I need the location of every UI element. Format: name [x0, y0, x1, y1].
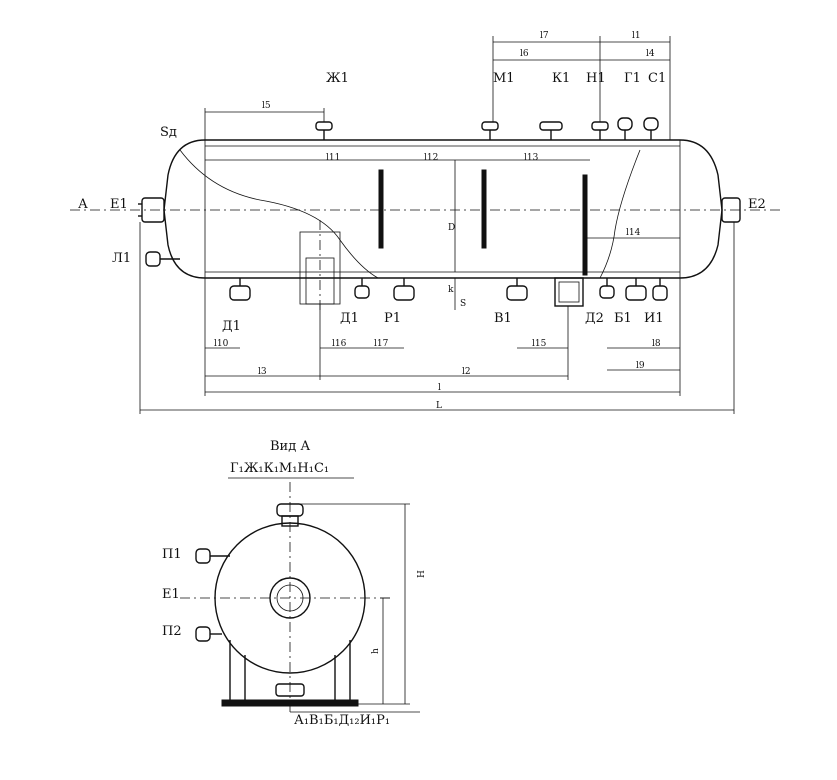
- svg-text:S: S: [460, 299, 466, 309]
- svg-text:l5: l5: [262, 101, 271, 111]
- nozzle-labels: Ж1 М1 К1 Н1 Г1 С1 Sд А Е1 Е2 Л1 Д1 Д1 Р1…: [78, 71, 766, 334]
- label-p1: П1: [162, 547, 182, 562]
- svg-text:H: H: [417, 570, 427, 578]
- top-nozzle-group: Г₁Ж₁К₁М₁Н₁С₁: [230, 461, 329, 476]
- vessel-shell: [163, 139, 723, 279]
- bottom-nozzle-group: А₁В₁Б₁Д₁₂И₁Р₁: [294, 713, 390, 728]
- svg-text:L: L: [436, 401, 442, 411]
- label-d2: Д2: [585, 311, 604, 326]
- svg-text:l13: l13: [524, 153, 539, 163]
- label-d1b: Д1: [340, 311, 359, 326]
- label-d1a: Д1: [222, 319, 241, 334]
- svg-text:l7: l7: [540, 31, 549, 41]
- svg-text:l4: l4: [646, 49, 655, 59]
- svg-text:l9: l9: [636, 361, 645, 371]
- label-s1: С1: [648, 71, 666, 86]
- label-zh1: Ж1: [326, 71, 349, 86]
- label-r1: Р1: [384, 311, 401, 326]
- label-k1: К1: [552, 71, 570, 86]
- svg-text:l: l: [438, 383, 441, 393]
- dimension-labels: l7 l1 l6 l4 l5 l11 l12 l13 l14 D k S l10…: [214, 31, 661, 411]
- label-m1: М1: [493, 71, 515, 86]
- svg-text:l14: l14: [626, 228, 641, 238]
- view-marker: А: [78, 197, 88, 212]
- view-title: Вид А: [270, 439, 310, 454]
- label-e1-view: Е1: [162, 587, 180, 602]
- svg-text:l6: l6: [520, 49, 529, 59]
- svg-text:k: k: [448, 285, 454, 295]
- svg-text:l8: l8: [652, 339, 661, 349]
- svg-text:l15: l15: [532, 339, 547, 349]
- bottom-nozzles: [229, 277, 668, 307]
- svg-text:l17: l17: [374, 339, 389, 349]
- dimension-lines: [139, 36, 735, 414]
- label-v1: В1: [494, 311, 512, 326]
- label-p2: П2: [162, 624, 182, 639]
- elevation-view: Ж1 М1 К1 Н1 Г1 С1 Sд А Е1 Е2 Л1 Д1 Д1 Р1…: [70, 31, 780, 414]
- label-e2: Е2: [748, 197, 766, 212]
- svg-text:D: D: [448, 223, 455, 233]
- svg-text:l1: l1: [632, 31, 641, 41]
- label-b1: Б1: [614, 311, 632, 326]
- svg-text:h: h: [371, 648, 381, 654]
- top-nozzles: [315, 117, 659, 140]
- label-e1: Е1: [110, 197, 128, 212]
- label-g1: Г1: [624, 71, 641, 86]
- view-a: Вид А Г₁Ж₁К₁М₁Н₁С₁ H h П1 Е1 П2 А₁В: [162, 439, 427, 728]
- label-sd: Sд: [160, 125, 177, 140]
- svg-text:l3: l3: [258, 367, 267, 377]
- svg-text:l2: l2: [462, 367, 471, 377]
- svg-text:l10: l10: [214, 339, 229, 349]
- svg-text:l11: l11: [326, 153, 340, 163]
- label-l1: Л1: [112, 251, 131, 266]
- label-n1: Н1: [586, 71, 606, 86]
- svg-text:l16: l16: [332, 339, 347, 349]
- svg-text:l12: l12: [424, 153, 438, 163]
- label-i1: И1: [644, 311, 664, 326]
